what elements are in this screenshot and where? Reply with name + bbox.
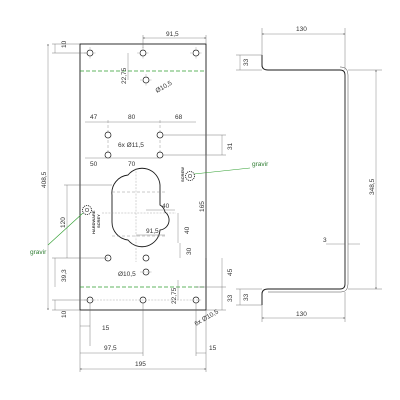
dim-bottom-hole-row: 22,75: [171, 287, 178, 304]
profile-thickness: 3: [323, 237, 327, 244]
dim-holes-6x-bottom: 6x Ø10,5: [194, 308, 221, 327]
dim-bottom-33: 33: [227, 294, 234, 302]
hole: [104, 131, 112, 139]
gravir-label-right: gravir: [252, 161, 269, 168]
gravir-stamp-right: SCREW: [180, 167, 195, 182]
profile-outline: [261, 55, 346, 305]
profile-bottom-width: 130: [296, 311, 307, 318]
dim-height-120: 120: [60, 217, 67, 228]
profile-bottom-33: 33: [243, 293, 250, 301]
dim-bottom-10: 10: [61, 310, 68, 318]
profile-top-33: 33: [243, 58, 250, 66]
dim-spacing-80: 80: [128, 114, 136, 121]
bottom-hole-row: [84, 296, 202, 304]
dim-spacing-47: 47: [90, 114, 98, 121]
dim-overall-width: 195: [135, 361, 146, 368]
front-dimensions: 91,5 10 22,75 Ø10,5 47 80 68 6x Ø11,5 50…: [41, 31, 234, 372]
keyhole-slot: [111, 167, 170, 248]
dim-holes-6x: 6x Ø11,5: [118, 142, 144, 149]
dim-height-45: 45: [227, 268, 234, 276]
front-view: SCREW HARDWARE SCREY: [79, 43, 207, 311]
dim-spacing-70: 70: [128, 161, 136, 168]
dim-slot-40-side: 40: [184, 226, 191, 234]
dim-spacing-50: 50: [90, 161, 98, 168]
hole: [139, 49, 147, 57]
dim-top-width: 91,5: [166, 31, 179, 38]
dim-slot-40-top: 40: [162, 203, 170, 210]
gravir-callouts: gravir gravir: [30, 161, 269, 256]
profile-height: 348,5: [369, 178, 376, 195]
dim-spacing-68: 68: [175, 114, 183, 121]
hole: [142, 254, 150, 262]
dim-slot-91-5: 91,5: [146, 228, 159, 235]
stamp-line1: HARDWARE: [91, 210, 96, 234]
dim-bottom-15-left: 15: [102, 325, 110, 332]
hole: [142, 268, 150, 276]
dim-width-97-5: 97,5: [104, 345, 117, 352]
dim-mid-hole-dia: Ø10,5: [118, 271, 136, 278]
dim-vert-31: 31: [227, 142, 234, 150]
stamp-small-text: SCREW: [180, 167, 185, 182]
top-hole-row: [84, 47, 202, 59]
gear-icon: [82, 205, 92, 215]
dim-top-hole-row: 22,75: [121, 67, 128, 84]
dim-top-hole-dia: Ø10,5: [155, 80, 174, 95]
stamp-line2: SCREY: [96, 214, 101, 228]
dim-height-165: 165: [199, 201, 206, 212]
gear-icon: [185, 171, 195, 181]
dim-overall-height: 408,5: [41, 171, 48, 188]
side-profile: 130 33 348,5 3 33 130: [236, 26, 382, 322]
profile-top-width: 130: [296, 26, 307, 33]
hole: [156, 151, 164, 159]
dim-slot-30: 30: [186, 247, 193, 255]
hole: [104, 151, 112, 159]
hole: [192, 49, 200, 57]
hole-group-6x: [104, 120, 164, 160]
hole: [142, 76, 150, 84]
gravir-label-left: gravir: [30, 249, 47, 256]
hole: [156, 131, 164, 139]
gravir-stamp-left: HARDWARE SCREY: [82, 205, 101, 234]
dim-top-offset: 10: [61, 40, 68, 48]
dim-left-39-3: 39,3: [61, 269, 68, 282]
dim-bottom-15-right: 15: [209, 345, 217, 352]
